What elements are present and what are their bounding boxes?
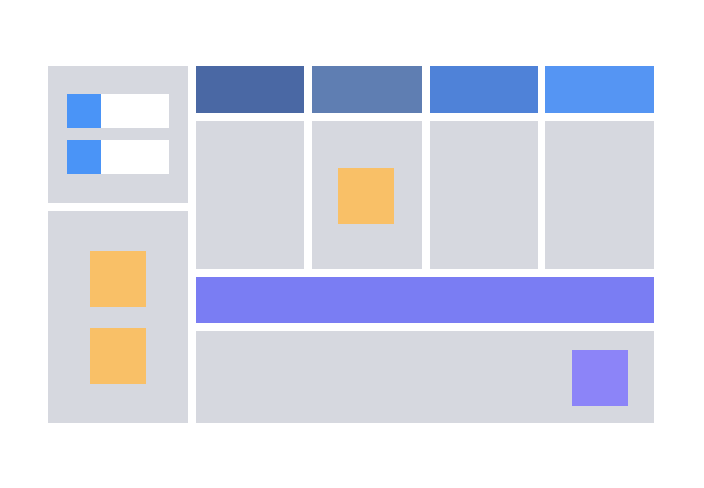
column-header-3[interactable] [430,66,538,113]
purple-note[interactable] [572,350,628,406]
sidebar-list-panel [48,66,188,203]
bottom-lane [196,331,654,423]
list-item-field[interactable] [101,140,169,174]
column-body-4 [545,121,654,269]
column-body-3 [430,121,538,269]
list-item-swatch [67,94,101,128]
list-item[interactable] [67,140,169,174]
column-header-4[interactable] [545,66,654,113]
swimlane-bar[interactable] [196,277,654,323]
sidebar-notes-panel [48,211,188,423]
list-item-swatch [67,140,101,174]
sticky-note[interactable] [90,328,146,384]
column-body-1 [196,121,304,269]
column-header-2[interactable] [312,66,422,113]
list-item-field[interactable] [101,94,169,128]
column-body-2 [312,121,422,269]
sticky-note[interactable] [90,251,146,307]
column-header-1[interactable] [196,66,304,113]
sticky-note[interactable] [338,168,394,224]
list-item[interactable] [67,94,169,128]
